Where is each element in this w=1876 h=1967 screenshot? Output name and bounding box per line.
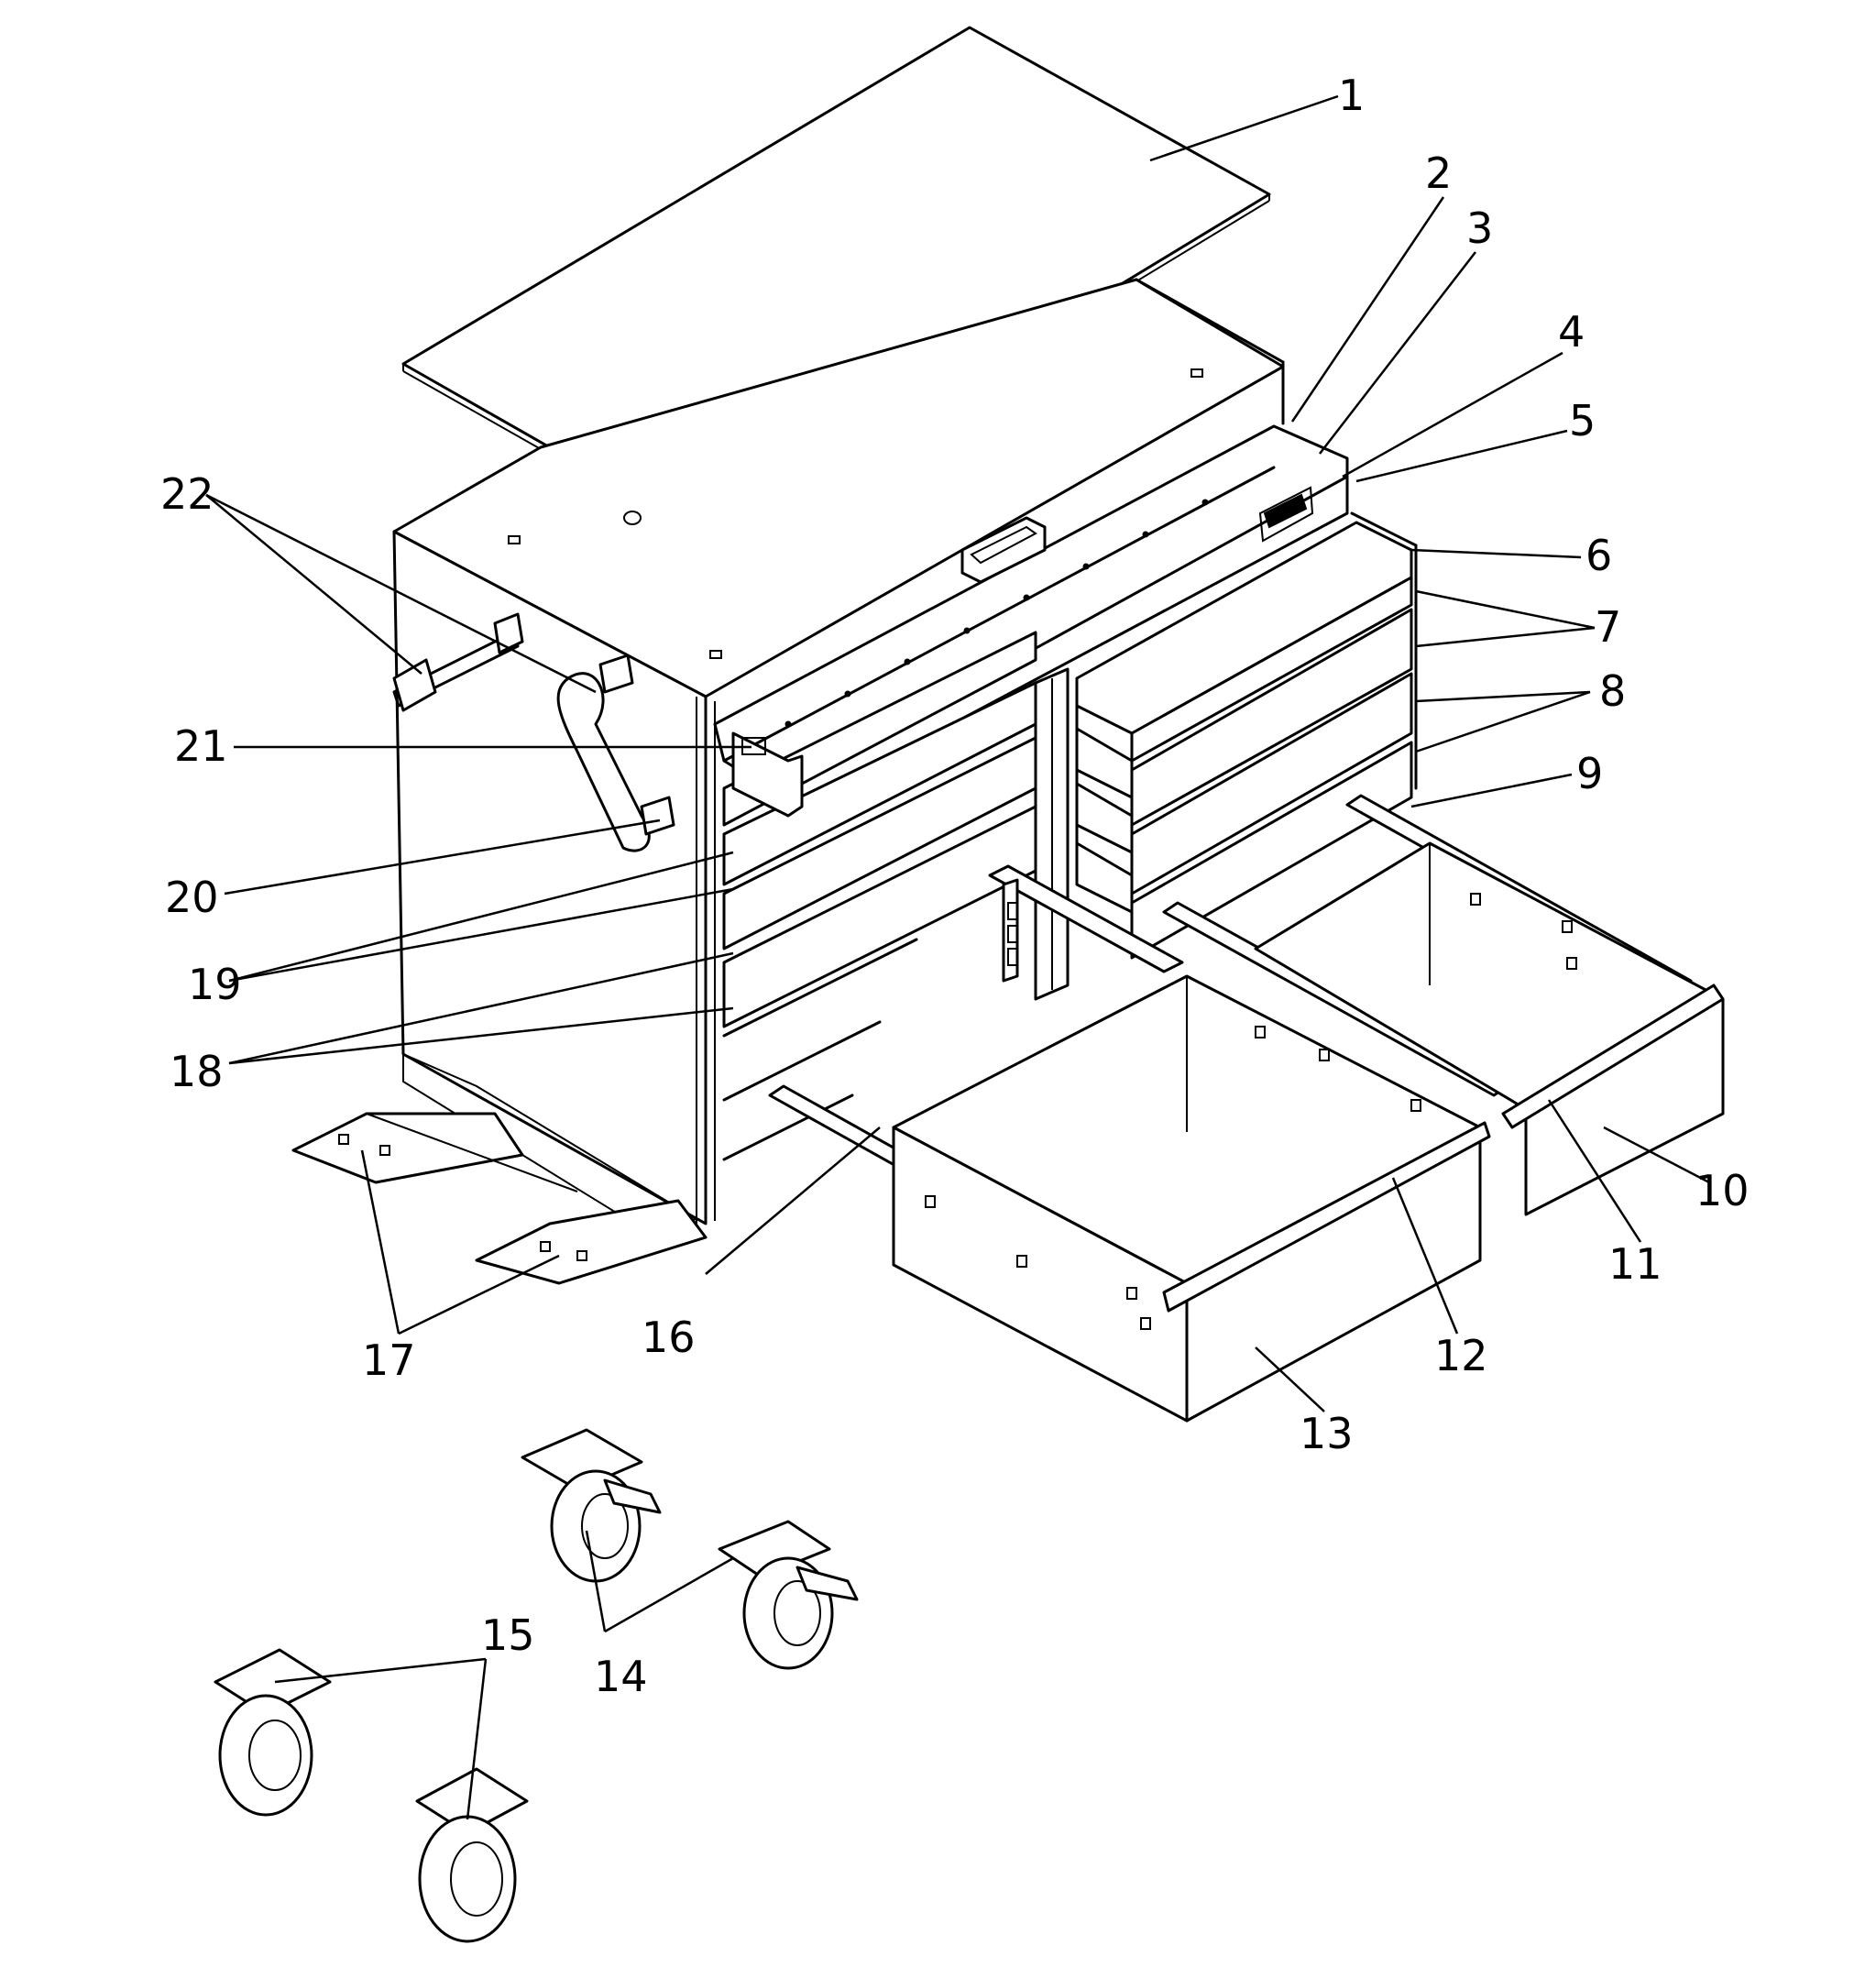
left-drawer-stack	[722, 631, 1037, 1161]
leader-lines	[205, 94, 1710, 1820]
callout-20: 20	[165, 873, 219, 922]
callout-7: 7	[1595, 602, 1621, 652]
callout-4: 4	[1558, 307, 1585, 357]
callout-15: 15	[481, 1610, 535, 1660]
callout-14: 14	[594, 1652, 648, 1701]
callout-22: 22	[160, 469, 214, 519]
callout-18: 18	[170, 1047, 224, 1096]
base-rails	[291, 1112, 708, 1285]
callout-5: 5	[1569, 396, 1596, 445]
callout-17: 17	[362, 1335, 416, 1385]
callout-13: 13	[1300, 1409, 1354, 1458]
callout-1: 1	[1338, 71, 1365, 120]
callout-19: 19	[188, 960, 242, 1009]
drawer-10	[1254, 841, 1725, 1216]
cabinet-body	[392, 278, 1285, 1230]
drawer-13	[892, 974, 1491, 1423]
callout-2: 2	[1425, 148, 1452, 198]
right-drawer-stack	[1075, 511, 1418, 960]
callout-12: 12	[1434, 1331, 1488, 1380]
casters	[214, 1428, 859, 1943]
callout-labels: 1 2 3 4 5 6 7 8 9 10 11 12 13 14 15 16 1…	[160, 71, 1750, 1701]
side-handles	[392, 612, 675, 852]
callout-8: 8	[1599, 666, 1626, 716]
centre-divider	[1034, 667, 1070, 1001]
callout-6: 6	[1585, 531, 1612, 580]
callout-3: 3	[1466, 203, 1493, 253]
callout-11: 11	[1608, 1239, 1662, 1289]
callout-9: 9	[1576, 749, 1603, 798]
callout-21: 21	[174, 721, 228, 771]
callout-10: 10	[1695, 1166, 1750, 1215]
callout-16: 16	[642, 1313, 696, 1362]
